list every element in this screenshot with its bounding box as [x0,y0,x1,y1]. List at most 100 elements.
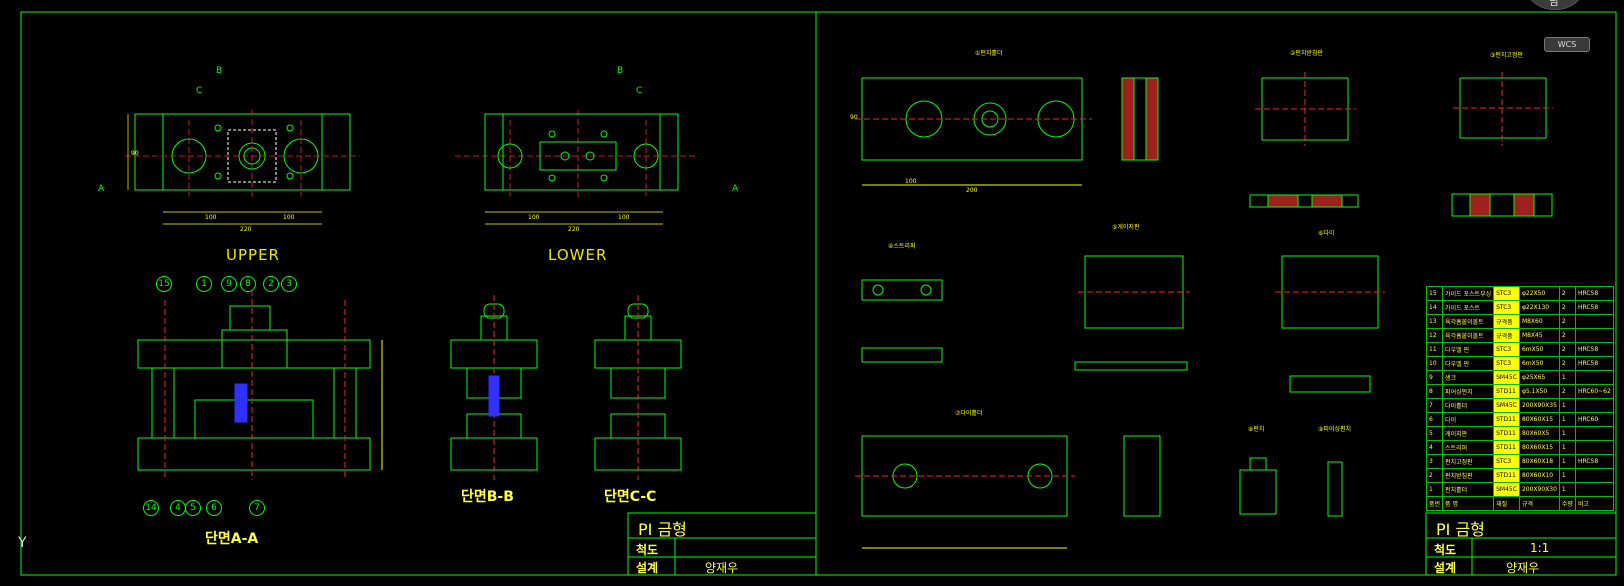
balloon-4: 4 [170,500,186,516]
bom-cell: SM45C [1493,482,1520,497]
dim-upper-total: 220 [240,226,252,233]
bom-cell: STC3 [1493,342,1520,357]
dim-lower-b: 100 [618,214,630,221]
bom-cell: 1 [1558,398,1576,413]
bom-cell: 펀치홀더 [1442,482,1495,497]
bom-cell: 스트리퍼 [1442,440,1495,455]
title-die-holder: ⑦다이홀더 [955,410,983,417]
bom-cell: 펀치고정판 [1442,454,1495,469]
bom-cell: STD11 [1493,412,1520,427]
bom-cell: 6 [1425,412,1444,427]
left-sheet-border [20,11,817,576]
bom-cell: 80X60X5 [1518,426,1560,441]
bom-cell: 6mX50 [1518,356,1560,371]
bom-cell: φ25X65 [1518,370,1560,385]
bom-cell: 80X60X15 [1518,440,1560,455]
bom-cell [1574,468,1614,483]
section-aa-label: 단면A-A [205,531,259,547]
bom-cell: 2 [1558,300,1576,315]
bom-cell: 6mX50 [1518,342,1560,357]
bom-cell: HRC58 [1574,454,1614,469]
title-backing-plate: ②펀치받침판 [1290,50,1323,57]
ucs-y-label: Y [18,535,27,551]
bom-cell: M8X60 [1518,314,1560,329]
balloon-1: 1 [196,276,212,292]
stripper-view [861,279,943,363]
section-bb-view [450,295,538,480]
title-stripper: ④스트리퍼 [888,243,916,250]
wcs-menu-button[interactable]: WCS [1544,37,1590,52]
bom-cell: 8 [1425,384,1444,399]
bom-cell: 2 [1425,468,1444,483]
title-pierce-punch: ⑨피어싱펀치 [1318,426,1351,433]
bom-cell: HRC60 [1574,412,1614,427]
cut-c-label-lower: C [636,86,643,96]
right-title-text: PI 금형 [1436,520,1485,539]
left-designer-value: 양재우 [705,561,739,575]
title-die: ⑥다이 [1318,230,1335,237]
title-gauge-plate: ⑤게이지판 [1112,224,1140,231]
balloon-3: 3 [281,276,297,292]
bom-cell: STC3 [1493,286,1520,301]
punch-plate-view [1451,72,1553,217]
bom-cell: 1 [1558,468,1576,483]
bom-cell: 80X60X18 [1518,454,1560,469]
bom-cell: 10 [1425,356,1444,371]
bom-cell: 1 [1558,440,1576,455]
bom-cell [1574,328,1614,343]
bom-cell: HRC58 [1574,300,1614,315]
bom-cell [1574,370,1614,385]
section-cc-view [594,295,682,480]
bom-cell: 1 [1558,370,1576,385]
bom-cell: 13 [1425,314,1444,329]
bom-cell: 규격 [1518,496,1560,511]
bom-cell: 1 [1558,412,1576,427]
upper-view-label: UPPER [226,246,280,264]
bom-cell: 4 [1425,440,1444,455]
bom-cell: 1 [1425,482,1444,497]
die-view [1275,255,1385,393]
bom-cell: STC3 [1493,300,1520,315]
right-scale-key: 척도 [1434,543,1457,557]
bom-cell: 2 [1558,328,1576,343]
title-punch: ⑧펀치 [1248,426,1265,433]
die-holder-view [855,435,1161,549]
pierce-punch-view [1327,461,1343,517]
bom-cell: SM45C [1493,398,1520,413]
bom-cell: 비고 [1574,496,1614,511]
bom-cell: 9 [1425,370,1444,385]
balloon-9: 9 [221,276,237,292]
bom-cell: 육각홈붙이볼트 [1442,314,1495,329]
bom-cell: 가이드 포스트 [1442,300,1495,315]
bom-cell: 펀치받침판 [1442,468,1495,483]
bom-cell: HRC58 [1574,342,1614,357]
bom-cell: 200X90X35 [1518,398,1560,413]
bom-cell: 80X60X10 [1518,468,1560,483]
dim-upper-b: 100 [283,214,295,221]
bom-cell: 규격품 [1493,328,1520,343]
bom-cell: φ22X130 [1518,300,1560,315]
cut-b-label-upper: B [216,66,223,76]
bom-cell [1574,482,1614,497]
dim-ph-h: 90 [850,114,858,121]
left-title-text: PI 금형 [638,520,687,539]
bom-cell [1574,398,1614,413]
bom-cell: φ22X50 [1518,286,1560,301]
bom-cell: M8X45 [1518,328,1560,343]
bom-cell: 게이지판 [1442,426,1495,441]
bom-cell: 12 [1425,328,1444,343]
bom-cell: 15 [1425,286,1444,301]
